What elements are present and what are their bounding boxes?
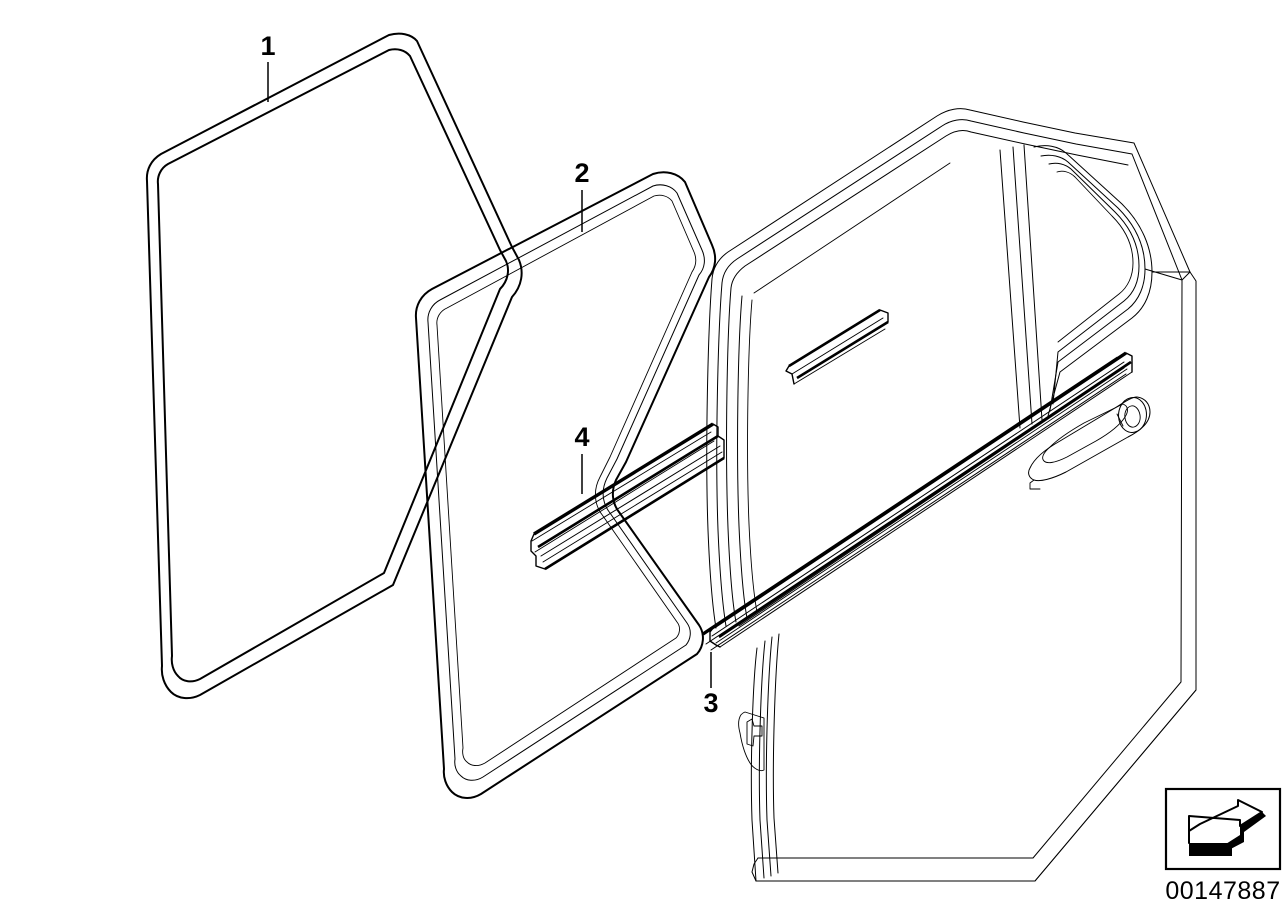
callout-1-label: 1 (260, 31, 275, 61)
lock-cylinder[interactable] (1118, 397, 1147, 433)
callout-2[interactable]: 2 (574, 158, 590, 232)
legend-part-number: 00147887 (1165, 877, 1280, 905)
callout-2-label: 2 (574, 158, 589, 188)
door-window-glass (747, 162, 1025, 613)
legend-box (1164, 787, 1282, 871)
door-lock-striker-cutout (738, 711, 765, 772)
belt-strip-section-detail (785, 308, 889, 385)
part-2-door-frame-weatherstrip-seal[interactable] (414, 171, 717, 799)
door-handle[interactable] (1028, 396, 1151, 490)
callout-4-label: 4 (574, 422, 589, 452)
door-glass-divider-pillar (999, 144, 1043, 429)
door-rear-edge (1144, 268, 1191, 281)
callout-group: 1 2 3 4 (260, 31, 718, 718)
door-outer-panel (738, 271, 1197, 882)
legend: 00147887 (1164, 787, 1282, 905)
callout-3[interactable]: 3 (703, 652, 719, 718)
part-4-inner-belt-line-strip[interactable] (530, 422, 725, 571)
rear-door-assembly[interactable] (702, 108, 1197, 882)
part-1-door-body-weatherstrip-seal[interactable] (145, 32, 523, 700)
callout-1[interactable]: 1 (260, 31, 276, 102)
callout-4[interactable]: 4 (574, 422, 590, 494)
callout-3-label: 3 (703, 688, 718, 718)
cross-section-arrow-icon (1188, 799, 1266, 856)
door-window-frame (706, 108, 1191, 629)
quarter-window (1033, 145, 1153, 417)
door-lower-crease (1034, 689, 1197, 882)
